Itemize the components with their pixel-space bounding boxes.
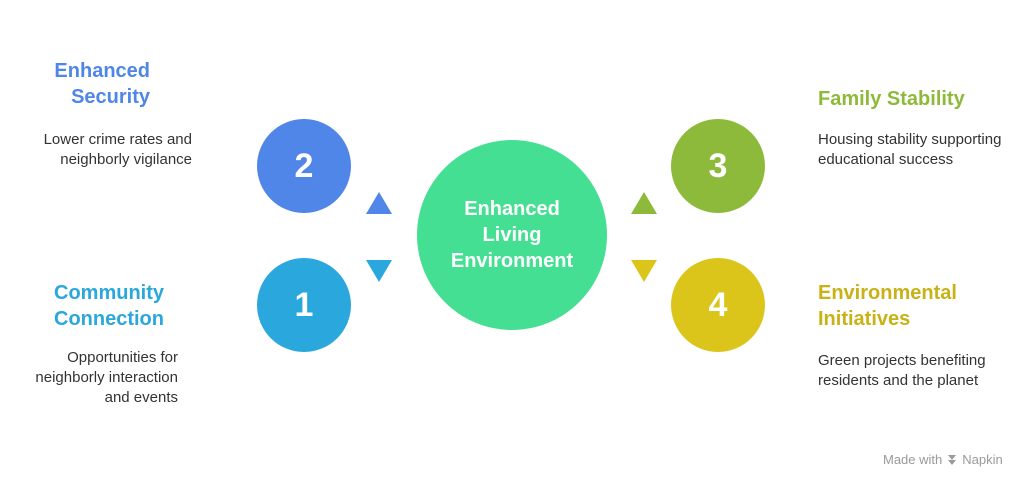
made-with-napkin-badge[interactable]: Made with Napkin [883,452,1003,467]
item-description-family-stability: Housing stability supporting educational… [818,131,1002,168]
number-circle-3: 3 [671,119,765,213]
brand-name: Napkin [962,452,1003,467]
arrow-down-icon [631,260,657,282]
item-title-enhanced-security: Enhanced Security [54,60,150,108]
center-label: Enhanced Living Environment [450,198,574,272]
item-description-environmental-initiatives: Green projects benefiting residents and … [818,352,986,389]
number-circle-1: 1 [257,258,351,352]
number-label: 4 [708,285,728,324]
item-description-community-connection: Opportunities for neighborly interaction… [35,349,178,406]
arrow-up-icon [631,192,657,214]
item-title-community-connection: Community Connection [54,282,164,330]
item-title-environmental-initiatives: Environmental Initiatives [818,282,957,330]
item-description-enhanced-security: Lower crime rates and neighborly vigilan… [43,131,192,168]
number-label: 1 [294,285,314,324]
number-circle-2: 2 [257,119,351,213]
napkin-icon [948,454,957,465]
center-circle: Enhanced Living Environment [417,140,607,330]
arrow-up-icon [366,192,392,214]
number-circle-4: 4 [671,258,765,352]
number-label: 3 [708,146,728,185]
number-label: 2 [294,146,314,185]
made-with-text: Made with [883,452,943,467]
arrow-down-icon [366,260,392,282]
item-title-family-stability: Family Stability [818,88,965,110]
